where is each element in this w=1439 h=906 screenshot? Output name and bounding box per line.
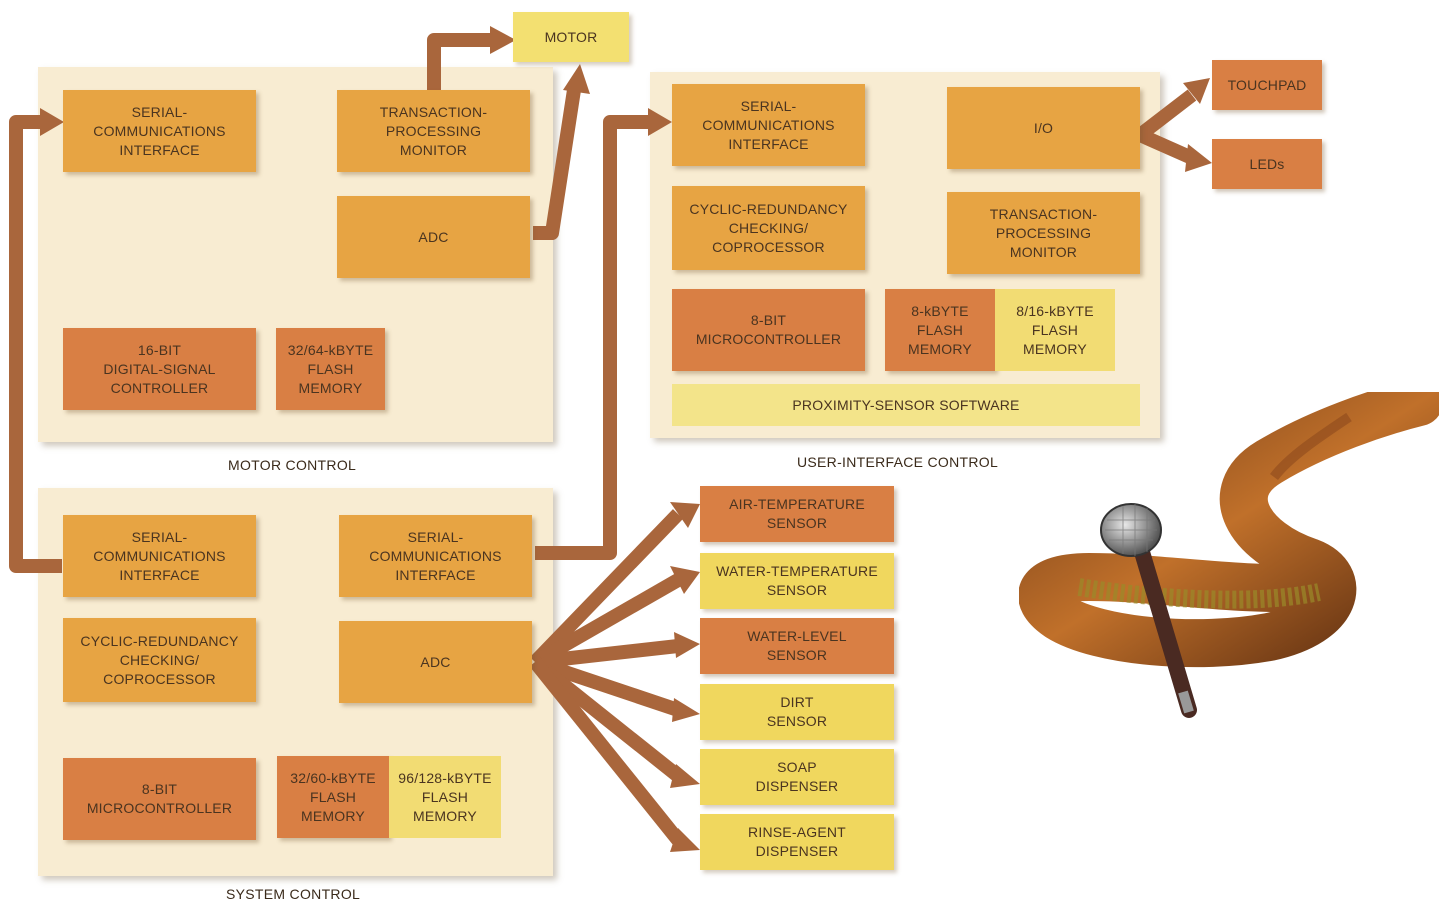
arrowhead-touchpad [1183, 78, 1210, 104]
adc-to-air-line [529, 509, 684, 667]
motor-serial-interface: SERIAL- COMMUNICATIONS INTERFACE [63, 90, 256, 172]
arrowhead-ui-serial [648, 108, 672, 136]
ui-serial-interface: SERIAL- COMMUNICATIONS INTERFACE [672, 84, 865, 166]
motor-control-caption: MOTOR CONTROL [228, 457, 357, 473]
adc-to-motor-line [533, 88, 581, 240]
tpm-to-motor-line [427, 33, 492, 92]
adc-to-dirt-line [532, 655, 681, 717]
adc-to-rinse-line [529, 657, 684, 845]
arrowhead-air [670, 502, 700, 528]
ui-io: I/O [947, 87, 1140, 169]
system-control-caption: SYSTEM CONTROL [226, 886, 361, 902]
arrowhead-motor-left [490, 26, 516, 54]
leds-block: LEDs [1212, 139, 1322, 189]
ui-microcontroller: 8-BIT MICROCONTROLLER [672, 289, 865, 371]
ui-8k-flash: 8-kBYTE FLASH MEMORY [885, 289, 995, 371]
adc-to-water-temp-line [531, 573, 682, 669]
air-temperature-sensor: AIR-TEMPERATURE SENSOR [700, 486, 894, 542]
soap-dispenser: SOAP DISPENSER [700, 749, 894, 805]
motor-adc: ADC [337, 196, 530, 278]
motor-flash-memory: 32/64-kBYTE FLASH MEMORY [276, 328, 385, 410]
water-level-sensor: WATER-LEVEL SENSOR [700, 618, 894, 674]
system-32-60k-flash: 32/60-kBYTE FLASH MEMORY [277, 756, 389, 838]
arrowhead-motor-serial [40, 108, 64, 136]
system-microcontroller: 8-BIT MICROCONTROLLER [63, 758, 256, 840]
ui-proximity-software: PROXIMITY-SENSOR SOFTWARE [672, 384, 1140, 426]
touchpad-block: TOUCHPAD [1212, 60, 1322, 110]
arrowhead-motor-bottom [563, 64, 590, 94]
adc-to-water-level-line [534, 639, 679, 669]
arrowhead-dirt [672, 698, 700, 722]
rinse-agent-dispenser: RINSE-AGENT DISPENSER [700, 814, 894, 870]
microphone-with-cable-icon [1019, 392, 1439, 718]
system-to-ui-serial-line [535, 115, 650, 560]
system-serial-interface-left: SERIAL- COMMUNICATIONS INTERFACE [63, 515, 256, 597]
io-to-leds-line [1137, 128, 1195, 165]
arrowhead-water-level [674, 632, 700, 658]
motor-transaction-monitor: TRANSACTION- PROCESSING MONITOR [337, 90, 530, 172]
ui-transaction-monitor: TRANSACTION- PROCESSING MONITOR [947, 192, 1140, 274]
system-to-motor-serial-line [9, 115, 62, 573]
arrowhead-soap [670, 764, 700, 788]
ui-8-16k-flash: 8/16-kBYTE FLASH MEMORY [995, 289, 1115, 371]
ui-control-caption: USER-INTERFACE CONTROL [797, 454, 999, 470]
arrowhead-rinse [670, 828, 700, 852]
dirt-sensor: DIRT SENSOR [700, 684, 894, 740]
water-temperature-sensor: WATER-TEMPERATURE SENSOR [700, 553, 894, 609]
motor-dsc: 16-BIT DIGITAL-SIGNAL CONTROLLER [63, 328, 256, 410]
system-96-128k-flash: 96/128-kBYTE FLASH MEMORY [389, 756, 501, 838]
arrowhead-leds [1185, 144, 1212, 172]
system-crc-coprocessor: CYCLIC-REDUNDANCY CHECKING/ COPROCESSOR [63, 618, 256, 702]
arrowhead-water-temp [670, 566, 700, 594]
system-adc: ADC [339, 621, 532, 703]
system-serial-interface-right: SERIAL- COMMUNICATIONS INTERFACE [339, 515, 532, 597]
io-to-touchpad-line [1135, 89, 1197, 141]
motor-block: MOTOR [513, 12, 629, 62]
ui-crc-coprocessor: CYCLIC-REDUNDANCY CHECKING/ COPROCESSOR [672, 186, 865, 270]
